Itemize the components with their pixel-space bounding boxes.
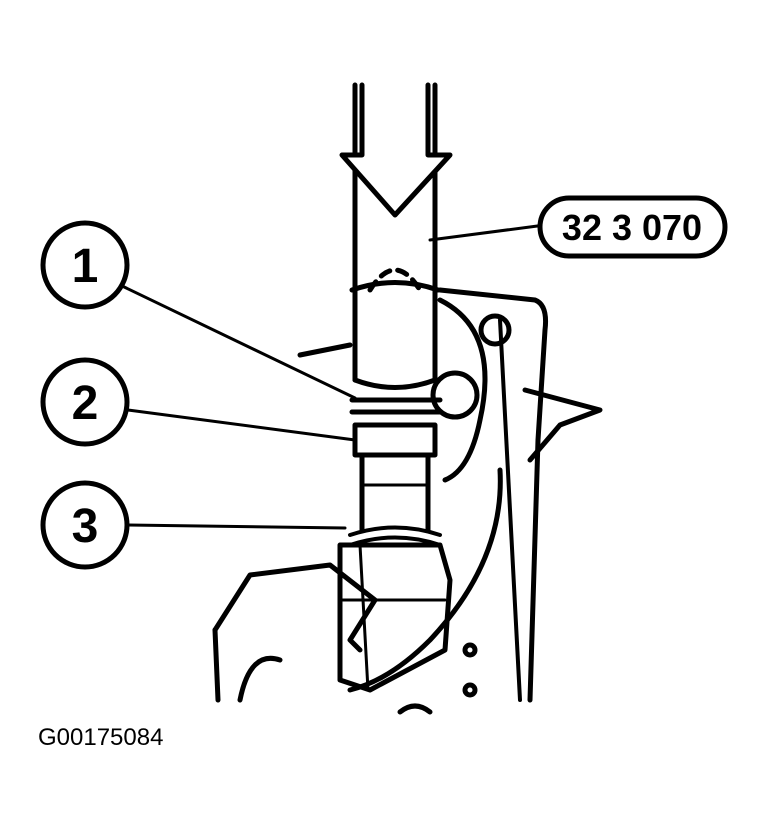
callout-1: 1: [40, 220, 130, 310]
press-direction-arrow: [339, 82, 453, 218]
tool-shaft: [348, 82, 443, 547]
bracket-housing: [212, 287, 603, 715]
callout-3: 3: [40, 480, 130, 570]
svg-text:32 3 070: 32 3 070: [562, 207, 702, 248]
figure-id: G00175084: [38, 724, 164, 751]
leader-lines: [118, 223, 547, 530]
callout-2: 2: [40, 357, 130, 447]
svg-text:1: 1: [72, 240, 99, 293]
tool-number-label: 32 3 070: [537, 195, 728, 259]
svg-text:3: 3: [72, 500, 99, 553]
svg-text:2: 2: [72, 377, 99, 430]
